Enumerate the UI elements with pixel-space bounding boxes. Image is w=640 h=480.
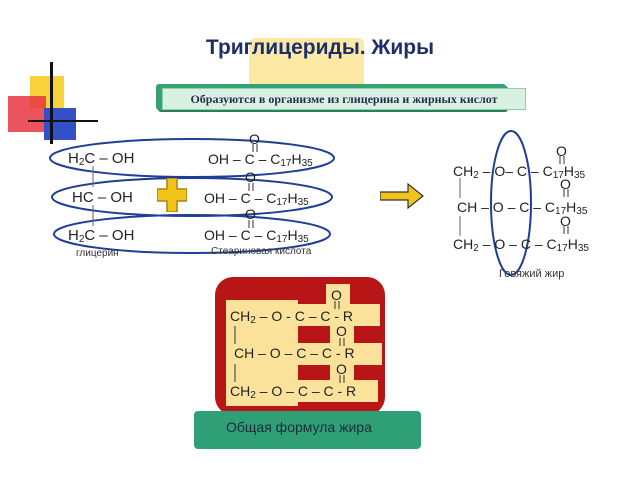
general-yellow-row3 bbox=[296, 380, 378, 402]
general-o3: O bbox=[336, 361, 347, 377]
general-yellow-o2 bbox=[330, 321, 354, 343]
glycerol-row3: H2C – OH bbox=[68, 227, 135, 245]
product-o3: O bbox=[560, 213, 571, 229]
general-o2: O bbox=[336, 323, 347, 339]
glycerol-row2: HC – OH bbox=[72, 189, 133, 206]
general-row2: CH – O – C – C - R bbox=[234, 345, 355, 361]
ellipse-row3 bbox=[53, 214, 331, 254]
general-yellow-row1 bbox=[296, 304, 380, 326]
subtitle-text: Образуются в организме из глицерина и жи… bbox=[162, 88, 526, 110]
general-label: Общая формула жира bbox=[226, 419, 372, 435]
general-o1: O bbox=[331, 287, 342, 303]
reaction-arrow-icon bbox=[380, 183, 424, 209]
ellipse-product bbox=[490, 130, 532, 276]
general-yellow-row2 bbox=[296, 343, 382, 365]
deco-squares bbox=[8, 62, 108, 152]
product-o1: O bbox=[556, 143, 567, 159]
product-row2: CH – O – C – C17H35 bbox=[457, 199, 588, 217]
general-formula-bar bbox=[194, 411, 421, 449]
general-row3: CH2 – O – C – C - R bbox=[230, 383, 357, 401]
acid-row1: OH – C – C17H35 bbox=[208, 151, 313, 169]
product-o2: O bbox=[560, 176, 571, 192]
title-highlight bbox=[249, 38, 364, 90]
glycerol-label: глицерин bbox=[76, 248, 119, 259]
general-row1: CH2 – O - C – C - R bbox=[230, 308, 354, 326]
product-label: Говяжий жир bbox=[499, 268, 565, 280]
plus-icon bbox=[157, 178, 187, 212]
general-yellow-o3 bbox=[330, 360, 354, 380]
general-yellow-main bbox=[226, 300, 298, 406]
glycerol-row1: H2C – OH bbox=[68, 150, 135, 168]
acid-row2: OH – C – C17H35 bbox=[204, 190, 309, 208]
page-title: Триглицериды. Жиры bbox=[205, 36, 435, 59]
product-row3: CH2 – O – C – C17H35 bbox=[453, 236, 589, 254]
acid-label: Стеариновая кислота bbox=[211, 246, 312, 257]
acid-o3: O bbox=[245, 206, 256, 222]
deco-blue-square bbox=[44, 108, 76, 140]
deco-black-vline bbox=[50, 62, 53, 144]
acid-o2: O bbox=[245, 169, 256, 185]
acid-o1: O bbox=[249, 131, 260, 147]
product-row1: CH2 – O– C – C17H35 bbox=[453, 163, 586, 181]
acid-row3: OH – C – C17H35 bbox=[204, 227, 309, 245]
deco-red-square bbox=[8, 96, 46, 132]
deco-black-hline bbox=[28, 120, 98, 122]
